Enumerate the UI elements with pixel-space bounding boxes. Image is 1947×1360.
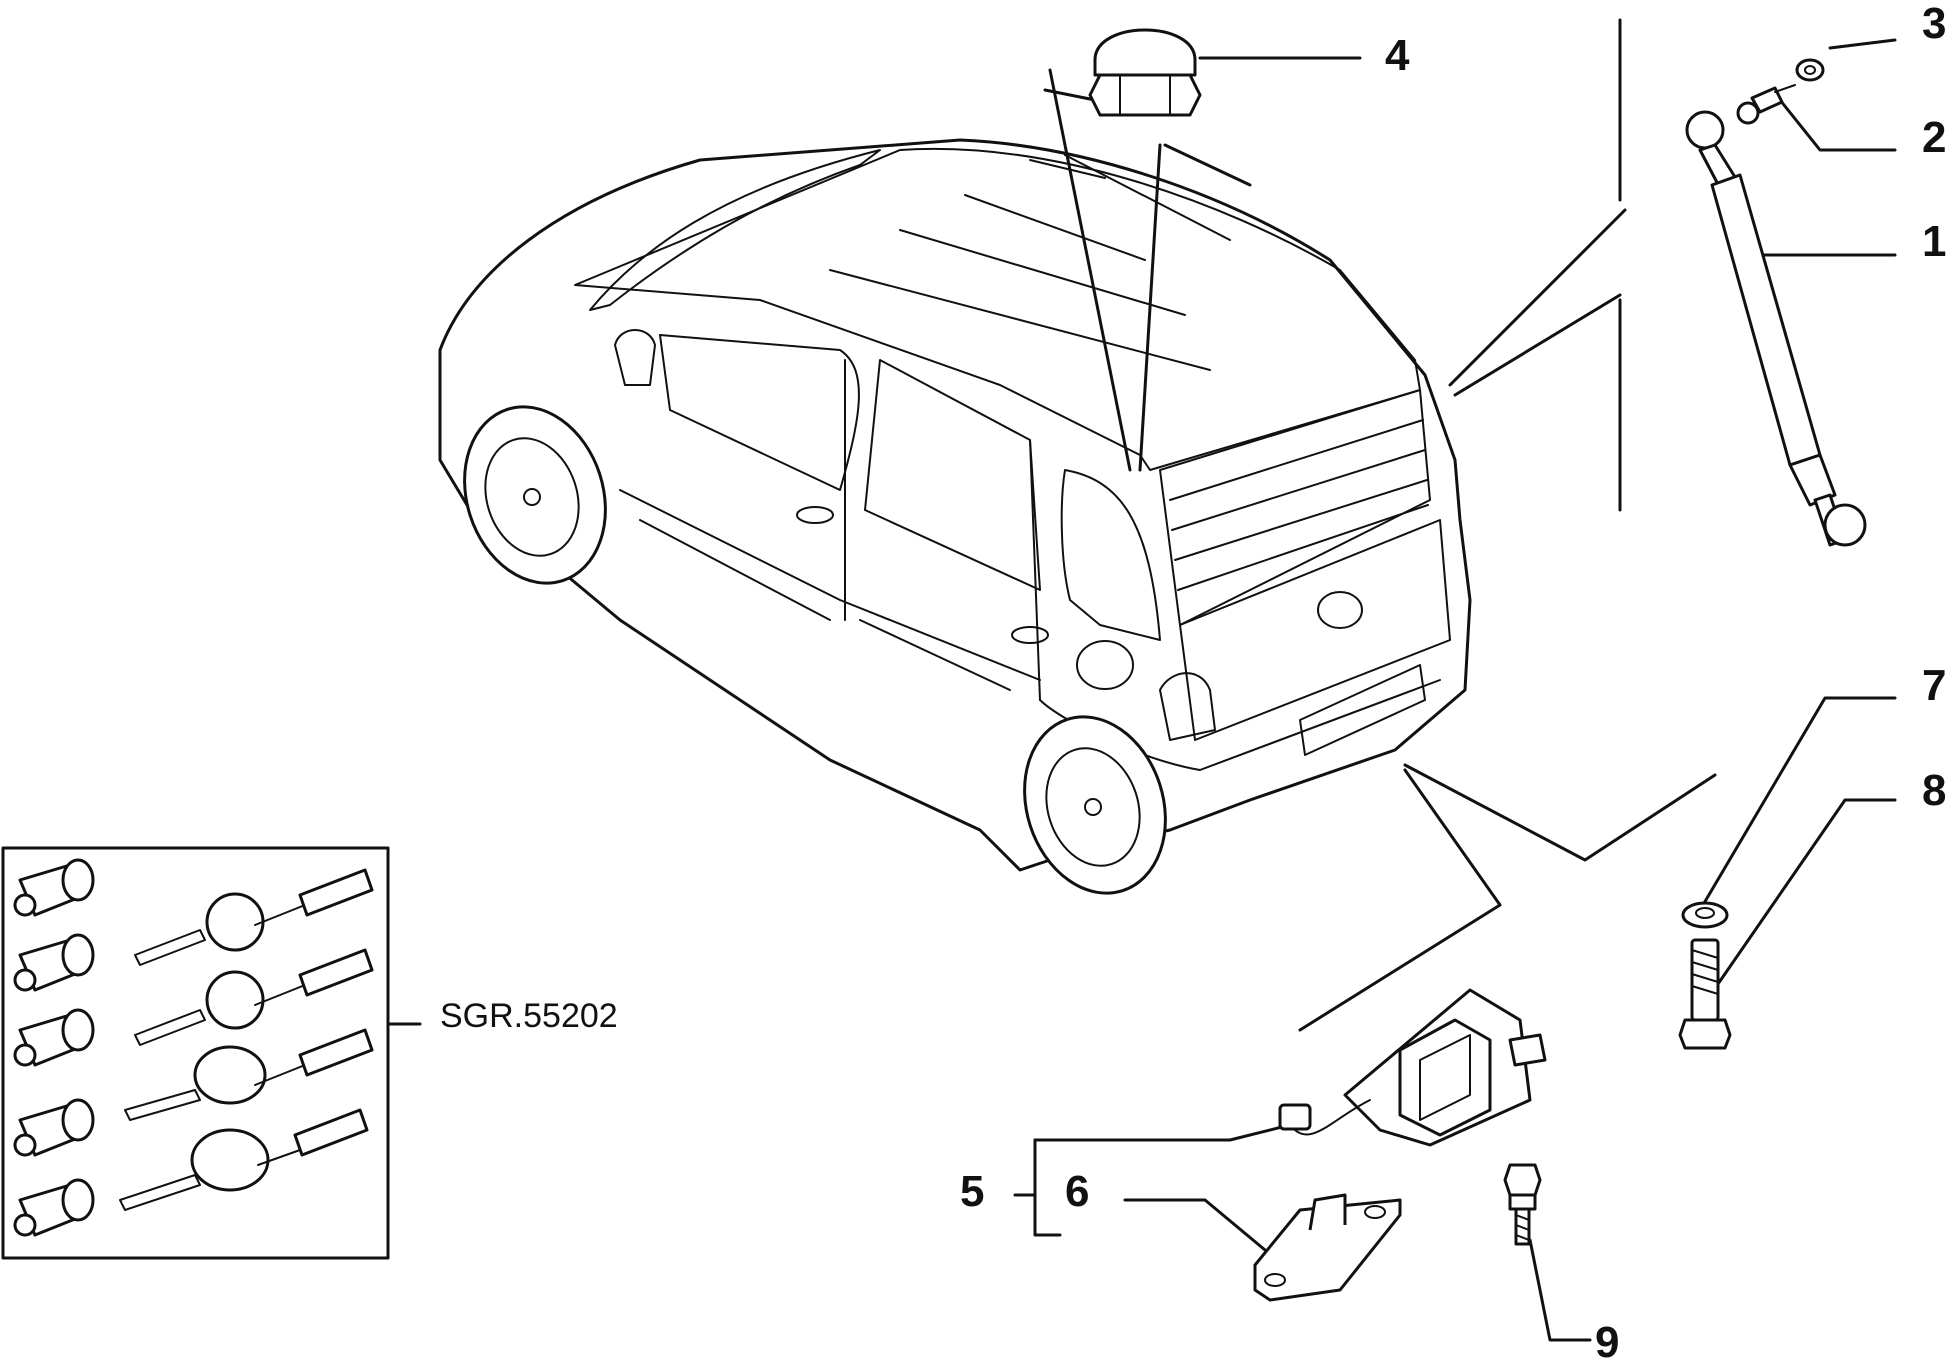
callout-9: 9 bbox=[1595, 1318, 1619, 1360]
car-illustration bbox=[438, 138, 1627, 895]
ball-stud-part bbox=[1736, 84, 1796, 125]
lock-cylinders bbox=[13, 858, 95, 1237]
callout-8: 8 bbox=[1922, 766, 1946, 815]
callout-1: 1 bbox=[1922, 217, 1946, 266]
callout-7: 7 bbox=[1922, 661, 1946, 710]
leader-lines bbox=[388, 18, 1897, 1342]
washer-7-part bbox=[1681, 901, 1729, 929]
screw-9-part bbox=[1503, 1163, 1542, 1246]
lock-actuator-part bbox=[1278, 988, 1547, 1147]
callout-3: 3 bbox=[1922, 0, 1946, 48]
washer-part bbox=[1795, 58, 1825, 82]
bolt-8-part bbox=[1678, 938, 1732, 1050]
callout-5: 5 bbox=[960, 1167, 984, 1216]
striker-plate-part bbox=[1253, 1193, 1402, 1302]
keys bbox=[119, 868, 374, 1211]
callout-4: 4 bbox=[1385, 31, 1410, 80]
gas-strut-part bbox=[1685, 110, 1867, 547]
kit-reference-label: SGR.55202 bbox=[440, 997, 618, 1035]
cap-nut-part bbox=[1088, 28, 1202, 117]
lock-kit-box bbox=[1, 846, 390, 1260]
callout-2: 2 bbox=[1922, 113, 1946, 162]
callout-6: 6 bbox=[1065, 1167, 1089, 1216]
